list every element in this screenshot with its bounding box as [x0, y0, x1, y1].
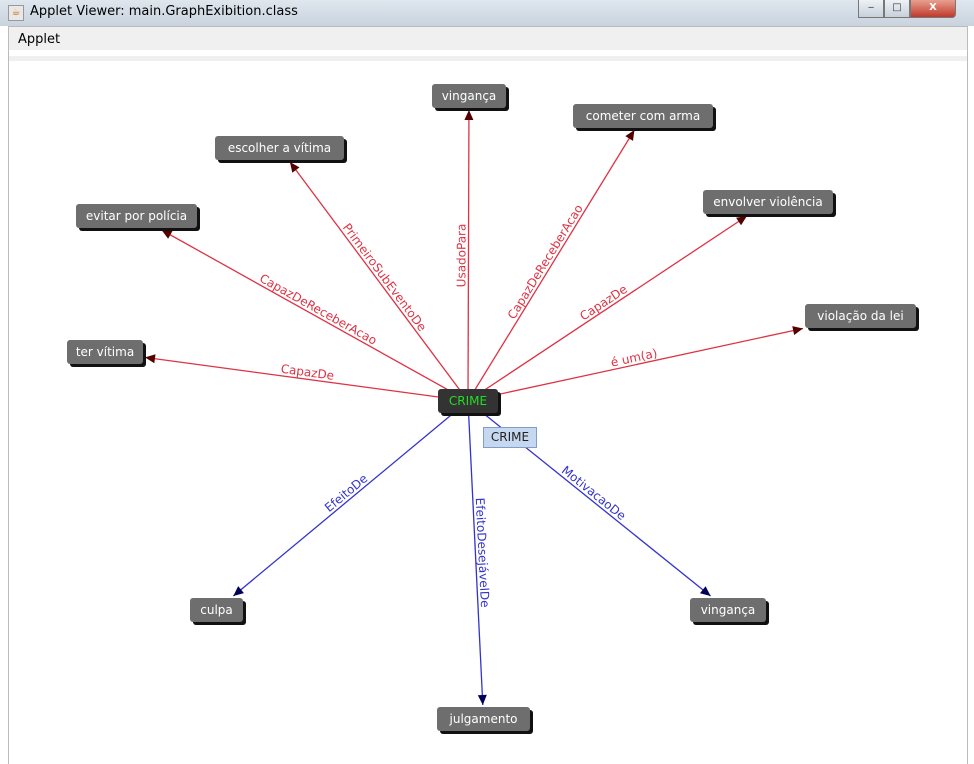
arrow-head-icon — [625, 130, 635, 141]
arrow-head-icon — [792, 326, 803, 335]
edge-line — [467, 327, 804, 402]
separator — [8, 56, 968, 61]
edge-label: EfeitoDesejávelDe — [473, 497, 492, 608]
edge-line — [467, 400, 484, 706]
edge-label: MotivacaoDe — [559, 463, 629, 523]
arrow-head-icon — [464, 110, 474, 121]
graph-node[interactable]: ter vítima — [67, 340, 143, 364]
edge-line — [144, 356, 469, 402]
menu-bar: Applet — [8, 26, 968, 51]
edge-label: é um(a) — [609, 346, 658, 370]
maximize-button[interactable]: □ — [884, 0, 910, 18]
graph-node[interactable]: violação da lei — [805, 304, 916, 328]
title-bar: ☕ Applet Viewer: main.GraphExibition.cla… — [0, 0, 974, 26]
graph-node[interactable]: vingança — [690, 598, 766, 622]
edge-label: CapazDeReceberAcao — [505, 202, 586, 322]
java-icon: ☕ — [8, 5, 24, 21]
graph-node[interactable]: vingança — [432, 84, 506, 108]
graph-node[interactable]: cometer com arma — [573, 104, 713, 128]
arrow-head-icon — [477, 694, 487, 705]
edge-line — [467, 109, 470, 402]
arrow-head-icon — [699, 586, 711, 596]
arrow-head-icon — [736, 216, 747, 226]
edge-label: PrimeiroSubEventoDe — [340, 221, 429, 334]
edge-line — [232, 400, 469, 597]
edge-label: EfeitoDe — [322, 471, 370, 514]
edge-label: CapazDeReceberAcao — [257, 271, 379, 348]
arrow-head-icon — [289, 162, 300, 173]
node-tooltip: CRIME — [483, 427, 537, 448]
graph-node[interactable]: evitar por polícia — [76, 204, 197, 228]
window-title: Applet Viewer: main.GraphExibition.class — [30, 4, 298, 19]
edge-line — [161, 229, 469, 402]
graph-node[interactable]: escolher a vítima — [215, 136, 344, 160]
edge-line — [467, 129, 635, 402]
graph-node[interactable]: culpa — [190, 598, 243, 622]
minimize-button[interactable]: ‒ — [858, 0, 884, 18]
arrow-head-icon — [145, 354, 156, 364]
edge-label: UsadoPara — [454, 224, 468, 288]
graph-node[interactable]: julgamento — [437, 707, 530, 731]
separator — [8, 50, 968, 56]
close-button[interactable]: X — [910, 0, 956, 18]
graph-node[interactable]: CRIME — [438, 389, 498, 413]
menu-applet[interactable]: Applet — [18, 32, 61, 47]
arrow-head-icon — [233, 586, 244, 596]
graph-node[interactable]: envolver violência — [703, 190, 833, 214]
edge-line — [467, 215, 748, 402]
edge-line — [289, 161, 469, 402]
edge-label: CapazDe — [577, 282, 629, 323]
arrow-head-icon — [161, 230, 173, 239]
